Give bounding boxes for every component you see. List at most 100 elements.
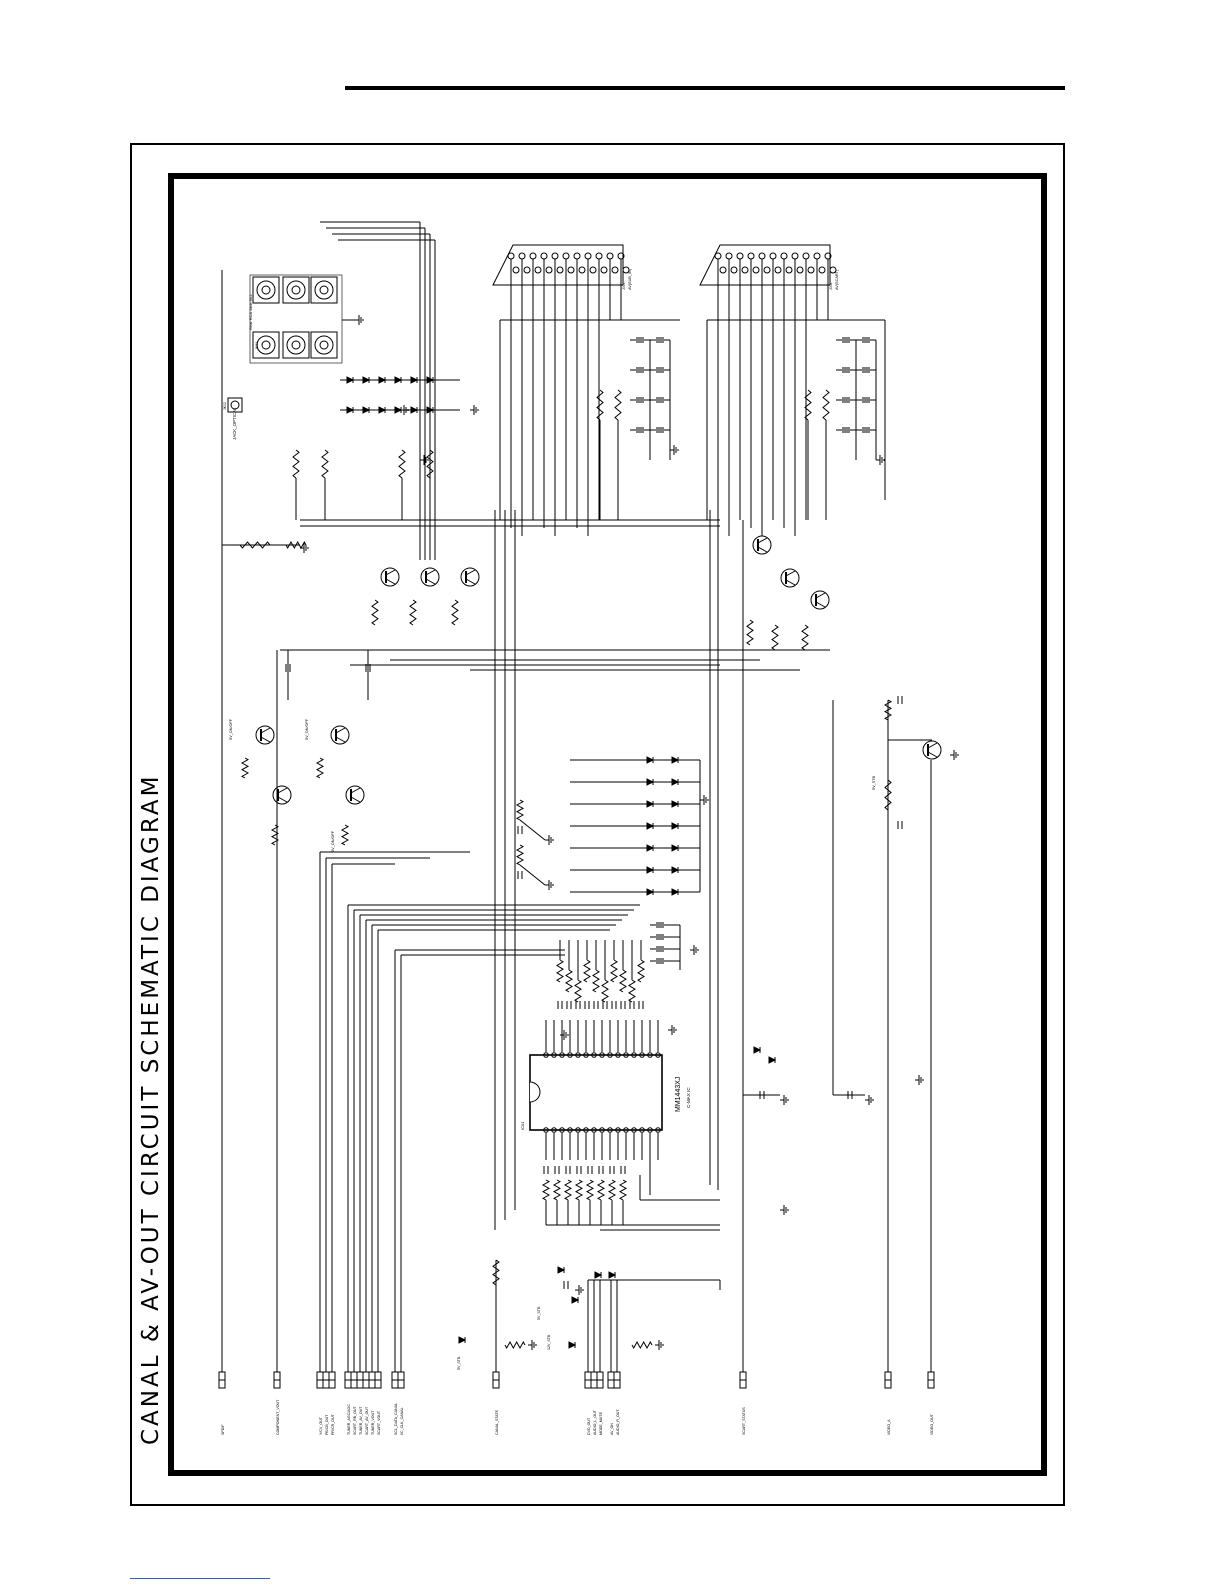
diode bbox=[671, 866, 680, 874]
resistor bbox=[574, 979, 582, 1003]
scart-pin bbox=[796, 266, 804, 274]
resistor bbox=[883, 699, 893, 721]
scart-pin bbox=[518, 252, 526, 260]
rca-jack bbox=[286, 280, 306, 300]
scart-pin bbox=[507, 252, 515, 260]
diode bbox=[410, 406, 419, 414]
ic-pin bbox=[583, 1052, 589, 1058]
resistor bbox=[583, 959, 591, 983]
diode bbox=[646, 778, 655, 786]
resistor bbox=[565, 969, 573, 993]
diode bbox=[646, 844, 655, 852]
signal-label: Y/CV_OUT bbox=[319, 1416, 323, 1435]
transistor bbox=[785, 579, 796, 586]
transistor bbox=[757, 537, 768, 544]
rca-jack bbox=[314, 280, 334, 300]
schematic-frame bbox=[168, 173, 1047, 1476]
transistor bbox=[335, 736, 346, 743]
scart-pin bbox=[769, 252, 777, 260]
resistor bbox=[619, 969, 627, 993]
diode bbox=[646, 800, 655, 808]
scart-pin bbox=[802, 252, 810, 260]
scart-pin bbox=[540, 252, 548, 260]
scart-pin bbox=[725, 252, 733, 260]
ic-pin bbox=[631, 1127, 637, 1133]
scart-pin bbox=[758, 252, 766, 260]
ic-pin bbox=[599, 1127, 605, 1133]
diode bbox=[557, 1266, 566, 1274]
resistor bbox=[607, 1179, 617, 1201]
signal-label: AV_ON bbox=[610, 1423, 614, 1435]
resistor bbox=[574, 1179, 584, 1201]
ic-pin bbox=[623, 1127, 629, 1133]
scart-pin bbox=[573, 252, 581, 260]
transistor bbox=[425, 578, 436, 585]
resistor bbox=[552, 1179, 562, 1201]
transistor bbox=[815, 592, 826, 599]
resistor bbox=[592, 969, 600, 993]
diode bbox=[571, 1296, 580, 1304]
transistor bbox=[385, 578, 396, 585]
transistor bbox=[335, 727, 346, 734]
ic-pin bbox=[567, 1127, 573, 1133]
wires bbox=[221, 221, 932, 1372]
resistor bbox=[596, 1179, 606, 1201]
resistor bbox=[884, 779, 892, 811]
transistor bbox=[785, 570, 796, 577]
transistor bbox=[465, 578, 476, 585]
power-label: 5V_ON/OFF bbox=[331, 830, 335, 852]
transistor bbox=[350, 787, 361, 794]
transistor bbox=[255, 725, 275, 745]
ic-pin bbox=[591, 1052, 597, 1058]
rca-jack bbox=[319, 340, 329, 350]
resistor bbox=[618, 1179, 628, 1201]
ic-pin bbox=[607, 1127, 613, 1133]
outer-frame bbox=[130, 143, 1065, 1506]
ic-pin bbox=[607, 1052, 613, 1058]
ic-body bbox=[529, 1054, 663, 1131]
scart-pin bbox=[534, 266, 542, 274]
diode bbox=[671, 844, 680, 852]
diode bbox=[378, 376, 387, 384]
diode bbox=[568, 1341, 577, 1349]
signal-label: IIC_CLK_CANAL bbox=[400, 1407, 404, 1435]
diode bbox=[426, 406, 435, 414]
diode bbox=[594, 1271, 603, 1279]
transistor bbox=[350, 796, 361, 803]
transistor bbox=[927, 751, 938, 758]
diode bbox=[362, 376, 371, 384]
diode bbox=[753, 1046, 762, 1054]
ic-pin bbox=[591, 1127, 597, 1133]
scart-pin bbox=[529, 252, 537, 260]
resistor bbox=[596, 389, 604, 421]
signal-label: PB/CB_OUT bbox=[325, 1414, 329, 1435]
transistor bbox=[465, 569, 476, 576]
rca-block-outline bbox=[249, 274, 343, 364]
resistor bbox=[239, 541, 271, 549]
diode bbox=[346, 376, 355, 384]
ic-pin bbox=[575, 1127, 581, 1133]
rca-jack bbox=[314, 335, 334, 355]
scart-pin bbox=[562, 252, 570, 260]
top-rule bbox=[345, 86, 1065, 90]
resistor bbox=[610, 959, 618, 983]
scart-pin bbox=[752, 266, 760, 274]
scart-name: AV(SCART) bbox=[835, 269, 839, 290]
ic-pin bbox=[551, 1127, 557, 1133]
diode bbox=[646, 822, 655, 830]
scart-pin bbox=[512, 266, 520, 274]
scart-pin bbox=[556, 266, 564, 274]
scart-pin bbox=[763, 266, 771, 274]
ic-pin bbox=[623, 1052, 629, 1058]
scart-pin bbox=[747, 252, 755, 260]
signal-label: SPDIF bbox=[221, 1424, 225, 1435]
diode bbox=[410, 376, 419, 384]
diode bbox=[608, 1271, 617, 1279]
scart-connector bbox=[699, 244, 831, 286]
scart-pin bbox=[617, 252, 625, 260]
signal-label: TUNER_VOUT bbox=[371, 1410, 375, 1435]
signal-label: CANAL_STATE bbox=[495, 1409, 499, 1435]
